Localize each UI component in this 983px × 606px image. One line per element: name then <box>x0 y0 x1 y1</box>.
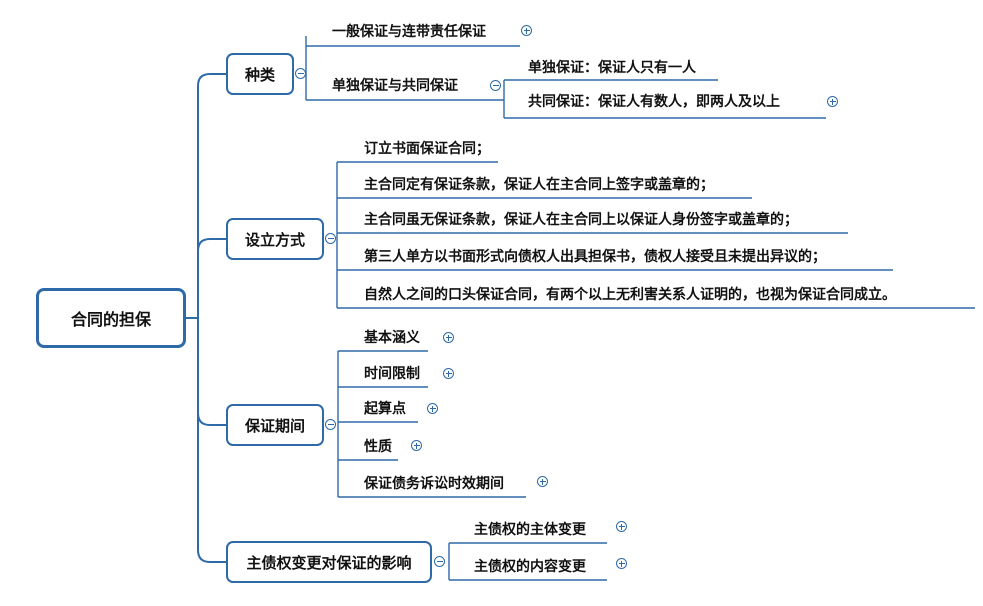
plus-circle-icon[interactable] <box>521 25 532 36</box>
plus-circle-icon[interactable] <box>616 558 627 569</box>
leaf-setup-3: 主合同虽无保证条款，保证人在主合同上以保证人身份签字或盖章的； <box>364 212 798 228</box>
leaf-kind-single-joint: 单独保证与共同保证 <box>332 78 458 94</box>
minus-circle-icon[interactable] <box>434 556 445 567</box>
branch-node-period[interactable]: 保证期间 <box>226 404 324 446</box>
leaf-setup-4: 第三人单方以书面形式向债权人出具担保书，债权人接受且未提出异议的； <box>364 249 826 265</box>
branch-node-kinds[interactable]: 种类 <box>226 53 294 95</box>
plus-circle-icon[interactable] <box>537 476 548 487</box>
leaf-setup-1: 订立书面保证合同； <box>364 141 490 157</box>
minus-circle-icon[interactable] <box>490 80 501 91</box>
branch-node-label: 设立方式 <box>244 230 305 249</box>
leaf-single-guarantee: 单独保证：保证人只有一人 <box>528 60 696 76</box>
link-branch-kinds <box>197 73 226 318</box>
plus-circle-icon[interactable] <box>443 332 454 343</box>
plus-circle-icon[interactable] <box>827 96 838 107</box>
leaf-joint-guarantee: 共同保证：保证人有数人，即两人及以上 <box>528 94 780 110</box>
link-branch-change <box>197 330 226 563</box>
leaf-setup-2: 主合同定有保证条款，保证人在主合同上签字或盖章的； <box>364 177 714 193</box>
leaf-change-1: 主债权的主体变更 <box>474 522 586 538</box>
branch-node-label: 主债权变更对保证的影响 <box>246 553 412 572</box>
link-branch-period <box>197 318 226 426</box>
plus-circle-icon[interactable] <box>427 403 438 414</box>
root-node-label: 合同的担保 <box>70 310 151 329</box>
branch-node-label: 保证期间 <box>244 416 305 435</box>
minus-circle-icon[interactable] <box>325 419 336 430</box>
root-node[interactable]: 合同的担保 <box>36 288 186 348</box>
plus-circle-icon[interactable] <box>411 440 422 451</box>
leaf-period-4: 性质 <box>364 439 392 455</box>
leaf-change-2: 主债权的内容变更 <box>474 559 586 575</box>
leaf-kind-general-joint: 一般保证与连带责任保证 <box>332 24 486 40</box>
branch-node-change[interactable]: 主债权变更对保证的影响 <box>226 541 432 583</box>
leaf-period-5: 保证债务诉讼时效期间 <box>364 476 504 492</box>
leaf-period-3: 起算点 <box>364 401 406 417</box>
plus-circle-icon[interactable] <box>443 368 454 379</box>
branch-node-label: 种类 <box>244 65 275 84</box>
leaf-setup-5: 自然人之间的口头保证合同，有两个以上无利害关系人证明的，也视为保证合同成立。 <box>364 287 896 303</box>
minus-circle-icon[interactable] <box>325 233 336 244</box>
minus-circle-icon[interactable] <box>295 68 306 79</box>
plus-circle-icon[interactable] <box>616 521 627 532</box>
branch-node-setup[interactable]: 设立方式 <box>226 218 324 260</box>
leaf-period-2: 时间限制 <box>364 366 420 382</box>
leaf-period-1: 基本涵义 <box>364 330 420 346</box>
link-branch-setup <box>197 238 226 300</box>
